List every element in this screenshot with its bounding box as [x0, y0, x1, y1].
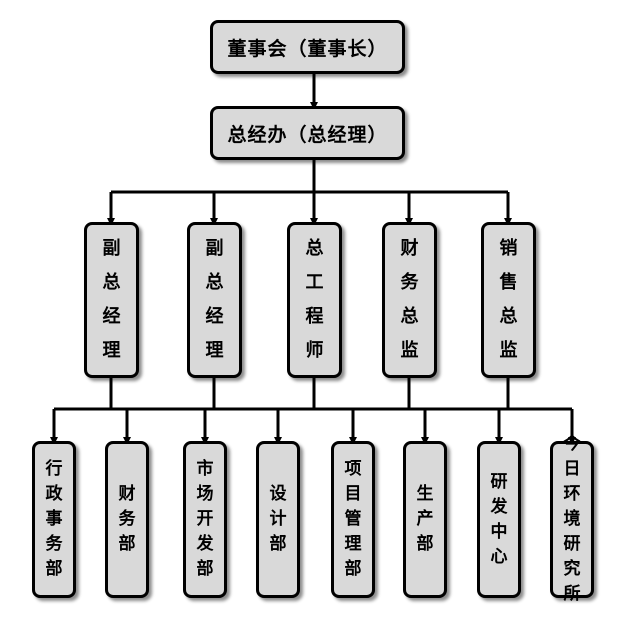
dept-box-environment-institute-char-1: 今 — [563, 434, 581, 454]
dept-box-environment-institute-char-3: 环 — [563, 484, 581, 504]
dept-box-project-mgmt: 项目管理部 — [331, 441, 375, 598]
dept-box-rnd-center-char-2: 发 — [490, 496, 508, 517]
dept-box-project-mgmt-char-1: 项 — [344, 459, 362, 479]
exec-box-chief-engineer-char-1: 总 — [305, 238, 324, 259]
dept-box-market-dev-char-3: 开 — [196, 509, 214, 529]
dept-box-project-mgmt-char-2: 目 — [344, 484, 362, 504]
dept-box-design-char-1: 设 — [269, 484, 287, 504]
dept-box-finance-char-1: 财 — [118, 484, 136, 504]
dept-box-admin-char-3: 事 — [45, 509, 63, 529]
exec-box-vice-gm-2: 副总经理 — [187, 222, 242, 378]
dept-box-production: 生产部 — [403, 441, 447, 598]
dept-box-admin: 行政事务部 — [32, 441, 76, 598]
dept-box-rnd-center: 研发中心 — [477, 441, 521, 598]
dept-box-finance: 财务部 — [105, 441, 149, 598]
board-label: 董事会（董事长） — [227, 37, 388, 60]
exec-box-sales-director-char-2: 售 — [499, 272, 518, 293]
exec-box-chief-engineer-char-3: 程 — [305, 306, 324, 327]
dept-box-production-char-2: 产 — [416, 509, 434, 529]
dept-box-project-mgmt-char-5: 部 — [344, 559, 362, 579]
exec-box-finance-director-char-3: 总 — [400, 306, 419, 327]
exec-box-chief-engineer: 总工程师 — [287, 222, 342, 378]
dept-box-project-mgmt-char-4: 理 — [344, 534, 362, 554]
exec-box-vice-gm-1-char-2: 总 — [102, 272, 121, 293]
dept-box-admin-char-5: 部 — [45, 559, 63, 579]
dept-box-environment-institute: 今日环境研究所 — [550, 434, 594, 604]
dept-box-market-dev: 市场开发部 — [183, 441, 227, 598]
dept-box-project-mgmt-char-3: 管 — [344, 509, 362, 529]
exec-box-vice-gm-1-char-4: 理 — [102, 340, 121, 361]
dept-box-environment-institute-char-4: 境 — [563, 509, 581, 529]
exec-box-sales-director-char-3: 总 — [499, 306, 518, 327]
exec-box-vice-gm-2-char-4: 理 — [205, 340, 224, 361]
dept-box-market-dev-char-5: 部 — [196, 559, 214, 579]
dept-box-market-dev-char-1: 市 — [196, 459, 214, 479]
exec-box-vice-gm-2-char-2: 总 — [205, 272, 224, 293]
ceo-office-label: 总经办（总经理） — [227, 123, 388, 146]
exec-box-chief-engineer-char-2: 工 — [305, 272, 324, 293]
exec-box-sales-director-char-1: 销 — [499, 238, 518, 259]
exec-box-finance-director-char-4: 监 — [400, 340, 419, 361]
board-box: 董事会（董事长） — [210, 20, 405, 74]
dept-box-finance-char-2: 务 — [118, 509, 136, 529]
exec-box-finance-director-char-2: 务 — [400, 272, 419, 293]
exec-box-chief-engineer-char-4: 师 — [305, 340, 324, 361]
dept-box-admin-char-1: 行 — [45, 459, 63, 479]
dept-box-design-char-2: 计 — [269, 509, 287, 529]
dept-box-admin-char-2: 政 — [45, 484, 63, 504]
dept-box-market-dev-char-2: 场 — [196, 484, 214, 504]
dept-box-production-char-1: 生 — [416, 484, 434, 504]
dept-box-rnd-center-char-3: 中 — [490, 521, 508, 542]
dept-box-environment-institute-char-2: 日 — [563, 459, 581, 479]
exec-box-vice-gm-1: 副总经理 — [84, 222, 139, 378]
dept-box-design-char-3: 部 — [269, 534, 287, 554]
dept-box-environment-institute-char-5: 研 — [563, 534, 581, 554]
dept-box-admin-char-4: 务 — [45, 534, 63, 554]
exec-box-finance-director: 财务总监 — [382, 222, 437, 378]
dept-box-production-char-3: 部 — [416, 534, 434, 554]
exec-box-vice-gm-1-char-1: 副 — [102, 238, 121, 259]
dept-box-environment-institute-char-7: 所 — [563, 584, 581, 604]
exec-box-vice-gm-1-char-3: 经 — [102, 306, 121, 327]
exec-box-sales-director: 销售总监 — [481, 222, 536, 378]
dept-box-design: 设计部 — [256, 441, 300, 598]
dept-box-finance-char-3: 部 — [118, 534, 136, 554]
exec-box-vice-gm-2-char-3: 经 — [205, 306, 224, 327]
exec-box-sales-director-char-4: 监 — [499, 340, 518, 361]
ceo-office-box: 总经办（总经理） — [210, 106, 405, 160]
dept-box-market-dev-char-4: 发 — [196, 534, 214, 554]
exec-box-finance-director-char-1: 财 — [400, 238, 419, 259]
exec-box-vice-gm-2-char-1: 副 — [205, 238, 224, 259]
dept-box-rnd-center-char-4: 心 — [490, 546, 508, 567]
dept-box-rnd-center-char-1: 研 — [490, 471, 508, 492]
dept-box-environment-institute-char-6: 究 — [563, 559, 581, 579]
